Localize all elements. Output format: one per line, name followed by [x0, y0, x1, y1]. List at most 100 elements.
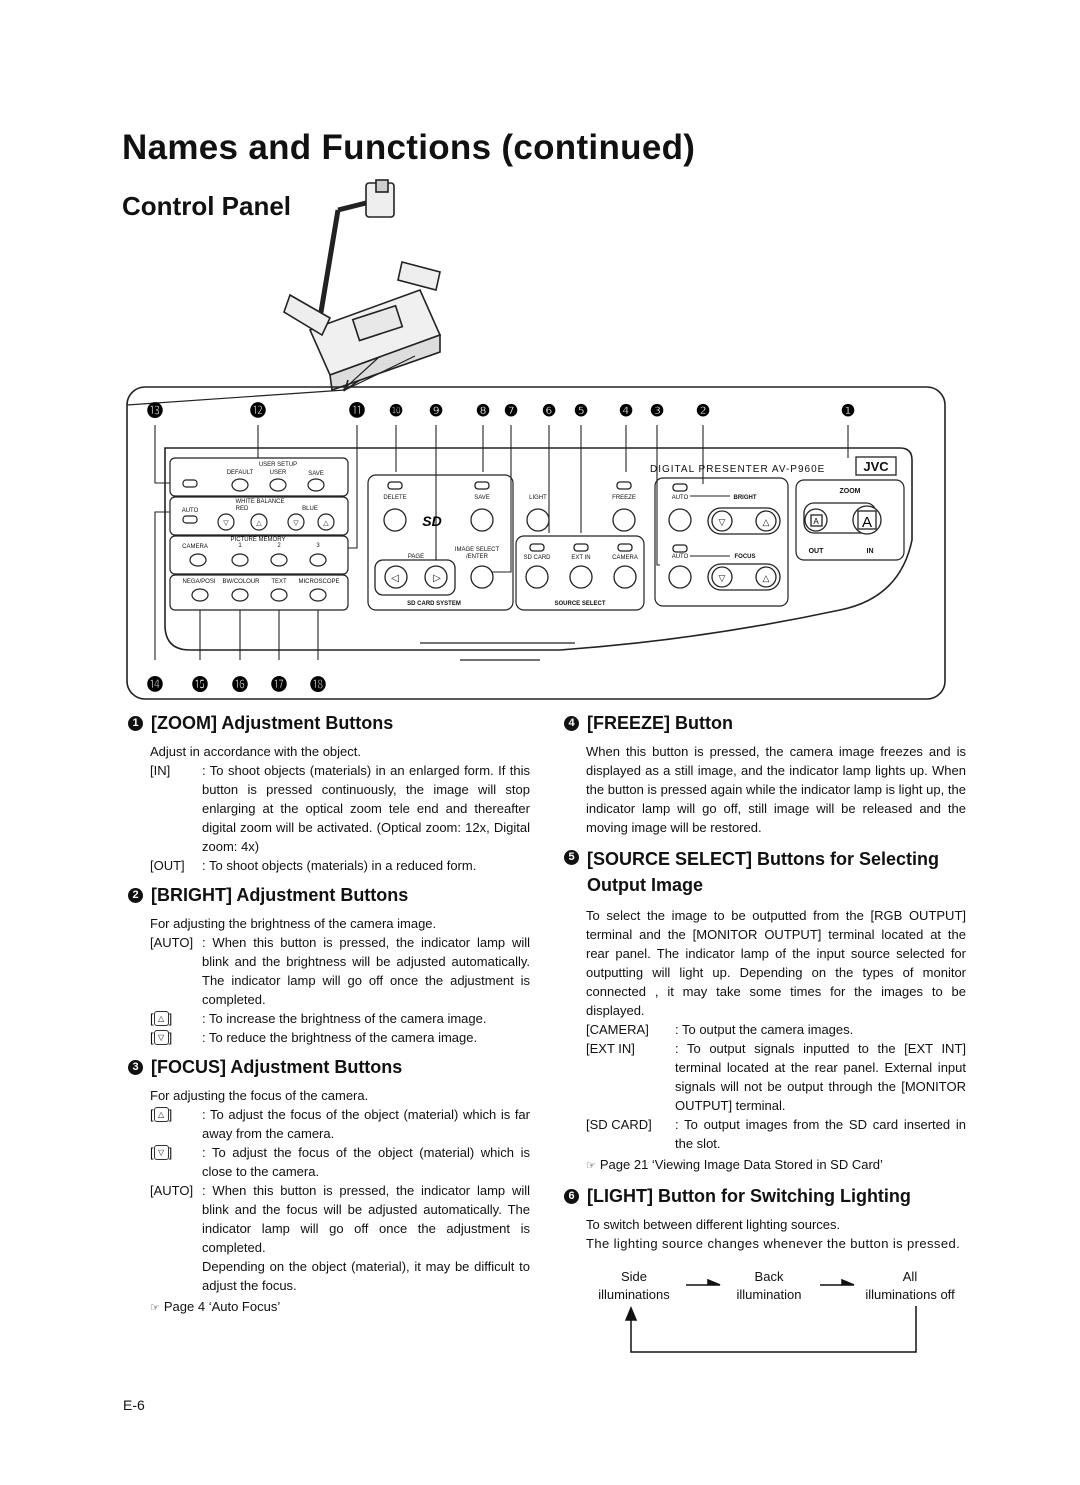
svg-text:OUT: OUT: [809, 548, 825, 555]
page-title: Names and Functions (continued): [122, 128, 696, 167]
section-focus: 3 [FOCUS] Adjustment Buttons For adjusti…: [128, 1056, 530, 1318]
pointing-hand-icon: ☞: [586, 1160, 596, 1172]
section-number: 2: [128, 887, 143, 903]
left-column: 1 [ZOOM] Adjustment Buttons Adjust in ac…: [128, 712, 530, 1318]
svg-text:△: △: [763, 517, 770, 527]
svg-text:PAGE: PAGE: [408, 554, 424, 560]
svg-text:JVC: JVC: [863, 459, 889, 474]
svg-text:WHITE BALANCE: WHITE BALANCE: [235, 499, 284, 505]
svg-text:DIGITAL PRESENTER AV-P960E: DIGITAL PRESENTER AV-P960E: [650, 464, 825, 475]
svg-text:▽: ▽: [719, 573, 726, 583]
svg-text:2: 2: [277, 543, 281, 549]
up-button-icon: △: [153, 1107, 169, 1122]
svg-text:/ENTER: /ENTER: [466, 554, 489, 560]
svg-text:▷: ▷: [433, 573, 441, 584]
section-number: 5: [564, 850, 579, 865]
callout-numbers-bottom: ⓮ ⓯ ⓰ ⓱ ⓲: [147, 675, 326, 694]
callout-5: ❺: [574, 403, 588, 420]
section-source-select: 5 [SOURCE SELECT] Buttons for Selecting …: [564, 846, 966, 1176]
section-title: Control Panel: [122, 191, 292, 221]
svg-text:SAVE: SAVE: [308, 471, 324, 477]
svg-text:SD CARD SYSTEM: SD CARD SYSTEM: [407, 601, 461, 607]
page-number: E-6: [123, 1397, 145, 1413]
svg-text:DELETE: DELETE: [383, 495, 406, 501]
svg-text:RED: RED: [236, 506, 249, 512]
svg-text:BLUE: BLUE: [302, 506, 318, 512]
presenter-device-illustration: [283, 179, 442, 392]
svg-text:▽: ▽: [293, 520, 299, 527]
control-panel-diagram: ⓭ ⓬ ⓫ ❿ ❾ ❽ ❼ ❻ ❺ ❹ ❸ ❷ ❶ ⓮ ⓯ ⓰ ⓱ ⓲: [126, 179, 946, 700]
section-light: 6 [LIGHT] Button for Switching Lighting …: [564, 1185, 966, 1253]
svg-text:AUTO: AUTO: [672, 495, 689, 501]
page-reference: ☞Page 21 ‘Viewing Image Data Stored in S…: [586, 1157, 883, 1172]
svg-text:MICROSCOPE: MICROSCOPE: [298, 579, 339, 585]
right-column: 4 [FREEZE] Button When this button is pr…: [564, 712, 966, 1253]
callout-11: ⓫: [349, 401, 365, 420]
callout-numbers-top: ⓭ ⓬ ⓫ ❿ ❾ ❽ ❼ ❻ ❺ ❹ ❸ ❷ ❶: [147, 401, 855, 420]
callout-8: ❽: [476, 403, 490, 420]
svg-text:PICTURE MEMORY: PICTURE MEMORY: [231, 537, 286, 543]
svg-text:△: △: [256, 520, 262, 527]
section-heading: 1 [ZOOM] Adjustment Buttons: [128, 712, 530, 734]
callout-6: ❻: [542, 403, 556, 420]
svg-text:TEXT: TEXT: [271, 579, 287, 585]
svg-text:▽: ▽: [719, 517, 726, 527]
section-bright: 2 [BRIGHT] Adjustment Buttons For adjust…: [128, 884, 530, 1047]
svg-text:◁: ◁: [391, 573, 399, 584]
up-button-icon: △: [153, 1011, 169, 1026]
flow-arrows: [624, 1278, 917, 1353]
svg-text:USER: USER: [270, 470, 287, 476]
section-heading: 5 [SOURCE SELECT] Buttons for Selecting …: [564, 846, 966, 898]
section-freeze: 4 [FREEZE] Button When this button is pr…: [564, 712, 966, 837]
down-button-icon: ▽: [153, 1030, 169, 1045]
callout-2: ❷: [696, 403, 710, 420]
svg-text:1: 1: [238, 543, 242, 549]
svg-text:SAVE: SAVE: [474, 495, 490, 501]
svg-text:EXT IN: EXT IN: [571, 555, 590, 561]
svg-text:ZOOM: ZOOM: [840, 488, 861, 495]
callout-3: ❸: [650, 403, 664, 420]
svg-text:SOURCE SELECT: SOURCE SELECT: [554, 601, 605, 607]
section-zoom: 1 [ZOOM] Adjustment Buttons Adjust in ac…: [128, 712, 530, 875]
svg-text:CAMERA: CAMERA: [612, 555, 638, 561]
pointing-hand-icon: ☞: [150, 1302, 160, 1314]
svg-text:SD CARD: SD CARD: [523, 555, 551, 561]
callout-1: ❶: [841, 403, 855, 420]
callout-18: ⓲: [310, 675, 326, 694]
callout-7: ❼: [504, 403, 518, 420]
svg-text:IMAGE SELECT: IMAGE SELECT: [455, 547, 500, 553]
svg-text:IN: IN: [867, 548, 874, 555]
callout-17: ⓱: [271, 675, 287, 694]
svg-text:FOCUS: FOCUS: [735, 554, 756, 560]
svg-text:A: A: [862, 514, 872, 531]
section-heading: 6 [LIGHT] Button for Switching Lighting: [564, 1185, 966, 1207]
svg-text:LIGHT: LIGHT: [529, 495, 547, 501]
page-reference: ☞Page 4 ‘Auto Focus’: [150, 1299, 281, 1314]
callout-12: ⓬: [250, 401, 266, 420]
svg-text:△: △: [323, 520, 329, 527]
section-heading: 4 [FREEZE] Button: [564, 712, 966, 734]
svg-text:AUTO: AUTO: [182, 508, 199, 514]
svg-text:FREEZE: FREEZE: [612, 495, 636, 501]
svg-text:CAMERA: CAMERA: [182, 544, 208, 550]
svg-text:USER SETUP: USER SETUP: [259, 462, 297, 468]
down-button-icon: ▽: [153, 1145, 169, 1160]
left-panel-buttons: [182, 478, 335, 602]
svg-text:NEGA/POSI: NEGA/POSI: [182, 579, 215, 585]
callout-16: ⓰: [232, 675, 248, 694]
callout-9: ❾: [429, 403, 443, 420]
svg-text:BW/COLOUR: BW/COLOUR: [222, 579, 260, 585]
section-heading: 3 [FOCUS] Adjustment Buttons: [128, 1056, 530, 1078]
section-heading: 2 [BRIGHT] Adjustment Buttons: [128, 884, 530, 906]
section-number: 3: [128, 1059, 143, 1075]
callout-14: ⓮: [147, 675, 163, 694]
svg-text:BRIGHT: BRIGHT: [734, 495, 757, 501]
svg-text:3: 3: [316, 543, 320, 549]
callout-4: ❹: [619, 403, 633, 420]
callout-15: ⓯: [192, 675, 208, 694]
section-number: 1: [128, 715, 143, 731]
